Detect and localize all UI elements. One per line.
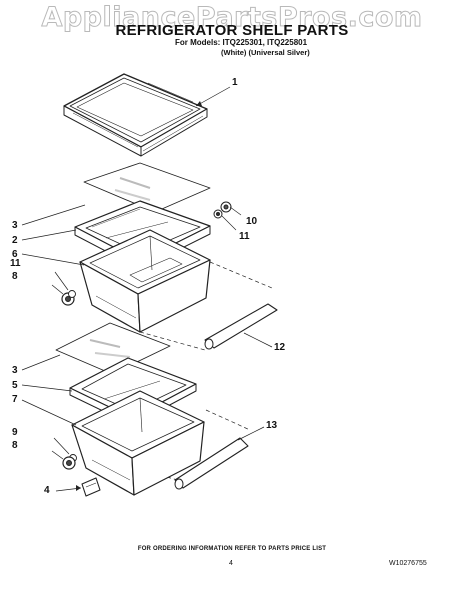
colors-line: (White) (Universal Silver) <box>221 48 310 57</box>
leader-lines <box>21 86 231 426</box>
callout-10: 10 <box>246 216 258 227</box>
ordering-note: FOR ORDERING INFORMATION REFER TO PARTS … <box>137 546 327 552</box>
part-1-shelf <box>63 73 208 157</box>
callout-1: 1 <box>232 77 238 88</box>
callout-12: 12 <box>274 342 286 353</box>
callout-8-lower: 8 <box>12 440 18 451</box>
models-line: For Models: ITQ225301, ITQ225801 <box>175 38 308 47</box>
callout-3-upper: 3 <box>12 220 18 231</box>
part-4-bracket <box>55 477 101 497</box>
page-title: REFRIGERATOR SHELF PARTS <box>115 22 349 39</box>
part-13-slide-rail <box>174 426 265 490</box>
part-11-washer <box>213 209 237 231</box>
watermark: AppliancePartsPros.com <box>41 2 423 34</box>
document-code: W10276755 <box>389 560 427 567</box>
page-number: 4 <box>229 560 233 567</box>
part-8-roller-lower <box>51 450 76 470</box>
part-11-washer-left <box>54 271 76 298</box>
part-3-glass-upper <box>83 162 211 213</box>
callout-11-right: 11 <box>239 231 250 242</box>
callout-11-left: 11 <box>10 258 21 269</box>
part-3-glass-lower <box>55 322 171 375</box>
callout-4: 4 <box>44 485 50 496</box>
part-6-crisper-drawer <box>79 229 211 333</box>
callout-7: 7 <box>12 394 18 405</box>
part-7-crisper-drawer <box>71 390 205 496</box>
callout-8-upper: 8 <box>12 271 18 282</box>
callout-5: 5 <box>12 380 18 391</box>
callout-3-lower: 3 <box>12 365 18 376</box>
part-10-screw <box>220 201 242 216</box>
callout-2: 2 <box>12 235 18 246</box>
callout-6: 6 <box>12 249 18 260</box>
alignment-lines <box>139 261 273 481</box>
part-12-slide-rail <box>204 303 278 350</box>
callout-13: 13 <box>266 420 278 431</box>
callout-9: 9 <box>12 427 18 438</box>
